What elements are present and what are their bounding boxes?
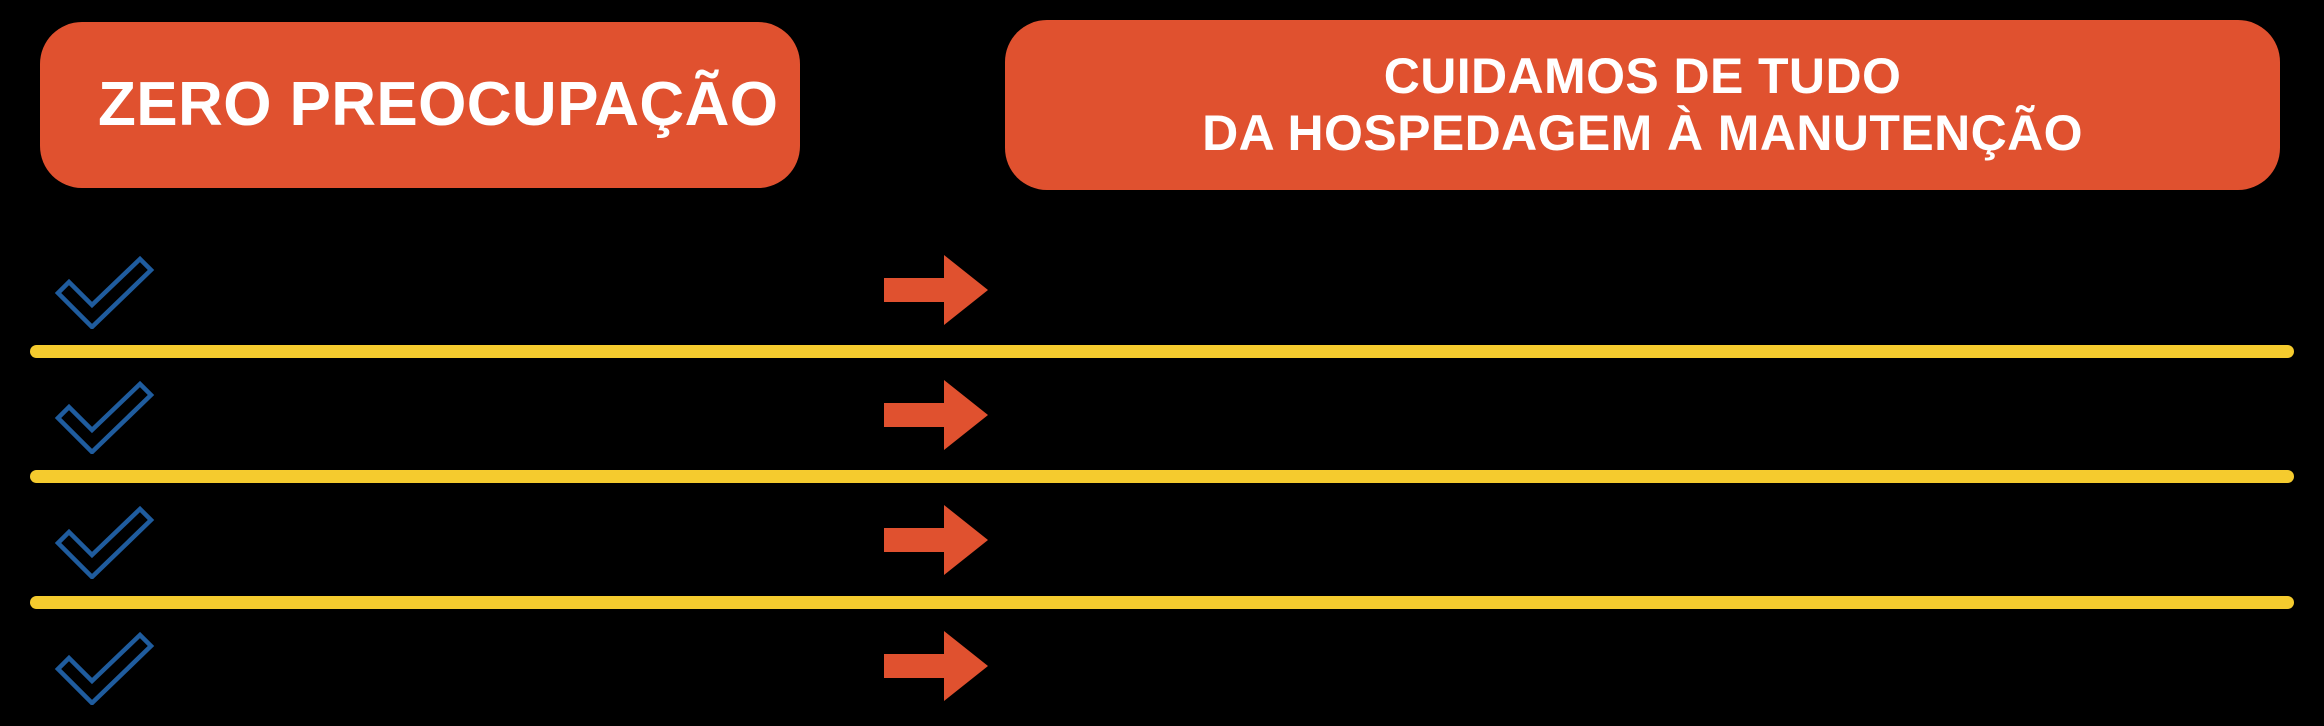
check-icon [52,501,156,581]
badge-cuidamos-line-2: DA HOSPEDAGEM À MANUTENÇÃO [1202,105,2083,161]
divider-2 [30,470,2294,483]
feature-row-2 [0,355,2324,475]
arrow-right-icon [884,503,988,577]
badge-zero-preocupacao[interactable]: ZERO PREOCUPAÇÃO [40,22,800,188]
feature-row-4 [0,606,2324,726]
feature-row-1 [0,230,2324,350]
check-icon [52,627,156,707]
badge-zero-preocupacao-label: ZERO PREOCUPAÇÃO [98,70,779,140]
badge-cuidamos-line-1: CUIDAMOS DE TUDO [1383,48,1902,104]
divider-3 [30,596,2294,609]
arrow-right-icon [884,378,988,452]
arrow-right-icon [884,629,988,703]
badge-cuidamos-de-tudo[interactable]: CUIDAMOS DE TUDO DA HOSPEDAGEM À MANUTEN… [1005,20,2280,190]
arrow-right-icon [884,253,988,327]
divider-1 [30,345,2294,358]
check-icon [52,376,156,456]
feature-row-3 [0,480,2324,600]
check-icon [52,251,156,331]
